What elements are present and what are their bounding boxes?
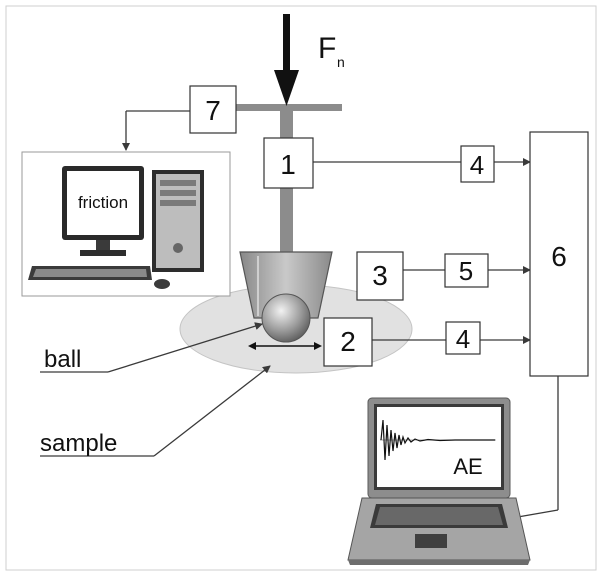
block-1-label: 1 [280,149,296,180]
block-6: 6 [529,131,589,377]
laptop-icon: AE [347,397,531,565]
block-3: 3 [356,251,404,301]
block-1: 1 [263,137,314,189]
block-2: 2 [323,317,373,367]
block-5-label: 5 [459,256,473,286]
block-7: 7 [189,85,237,134]
block-6-label: 6 [551,241,567,272]
desktop-computer-icon: friction [21,151,231,297]
force-subscript: n [337,54,345,70]
ball-holder [239,251,333,319]
block-4-top-label: 4 [470,150,484,180]
block-2-label: 2 [340,326,356,357]
outer-frame [5,5,597,571]
ball-label: ball [44,346,81,373]
block-5: 5 [444,253,489,288]
block-3-label: 3 [372,260,388,291]
block-4-bottom: 4 [445,321,481,355]
sample-label: sample [40,430,117,457]
block-4-bottom-label: 4 [456,324,470,354]
normal-force-arrow [274,14,299,106]
block-7-label: 7 [205,95,221,126]
crossbar [236,104,342,111]
force-symbol: F [318,32,336,65]
friction-screen-label: friction [78,193,128,212]
ball-icon [261,293,311,343]
ae-screen-label: AE [453,454,482,479]
block-4-top: 4 [460,145,495,183]
sliding-motion-arrow [248,342,322,350]
